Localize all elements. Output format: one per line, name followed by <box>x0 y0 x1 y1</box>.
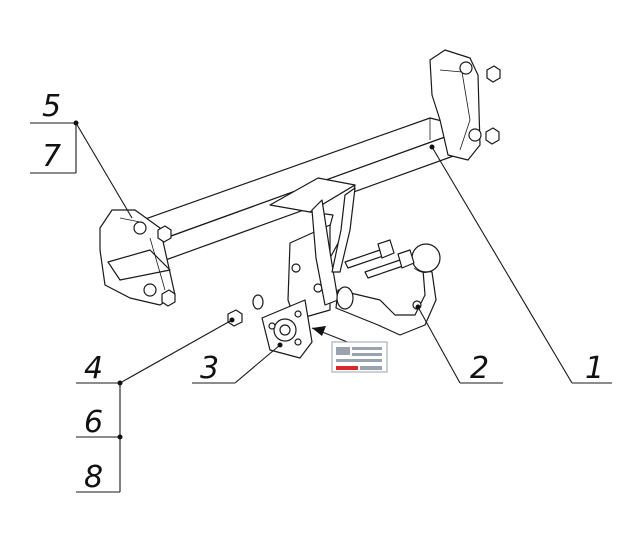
leader-dots <box>73 120 435 440</box>
callout-1: 1 <box>585 351 604 386</box>
callout-8: 8 <box>84 460 103 495</box>
bolt-upper <box>344 239 395 269</box>
left-bracket <box>99 209 176 306</box>
callout-6: 6 <box>84 405 103 440</box>
callout-3: 3 <box>200 351 219 386</box>
bracket-nuts <box>157 65 501 307</box>
right-bracket <box>429 49 482 161</box>
callout-7: 7 <box>42 139 61 174</box>
callout-2: 2 <box>470 351 489 386</box>
callout-5: 5 <box>42 89 61 124</box>
callout-4: 4 <box>84 351 103 386</box>
socket-plate <box>261 299 313 359</box>
bolt-lower <box>364 249 415 279</box>
label-tag <box>311 326 388 373</box>
leader-lines <box>30 122 612 493</box>
side-arm <box>311 187 356 306</box>
ball-neck <box>335 243 441 336</box>
